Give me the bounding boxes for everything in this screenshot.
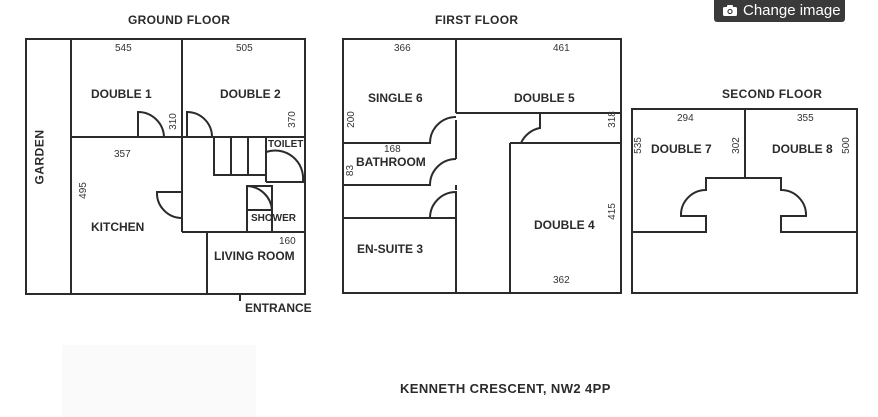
dim-label: 318 xyxy=(606,111,618,128)
dim-label: 545 xyxy=(115,43,132,54)
room-double-4: DOUBLE 4 xyxy=(534,218,595,232)
dim-label: 362 xyxy=(553,275,570,286)
dim-label: 495 xyxy=(77,182,89,199)
ground-floor-title: GROUND FLOOR xyxy=(128,13,231,27)
second-floor-title: SECOND FLOOR xyxy=(722,87,823,101)
dim-label: 83 xyxy=(345,164,357,177)
room-shower: SHOWER xyxy=(251,213,296,224)
room-kitchen: KITCHEN xyxy=(91,220,145,234)
dim-label: 310 xyxy=(167,113,179,130)
dim-label: 500 xyxy=(840,137,852,154)
door-double1 xyxy=(137,110,166,138)
entrance-label: ENTRANCE xyxy=(245,301,312,315)
door-single6 xyxy=(343,116,457,144)
door-ensuite3 xyxy=(428,190,457,219)
dim-label: 294 xyxy=(677,113,694,124)
dim-label: 168 xyxy=(384,144,401,155)
dim-label: 415 xyxy=(606,203,618,220)
dim-label: 302 xyxy=(730,137,742,154)
room-single-6: SINGLE 6 xyxy=(368,91,423,105)
change-image-button[interactable]: Change image xyxy=(714,0,845,22)
dim-label: 505 xyxy=(236,43,253,54)
door-kitchen xyxy=(155,191,183,220)
room-double-1: DOUBLE 1 xyxy=(91,87,152,101)
dim-label: 355 xyxy=(797,113,814,124)
room-double-8: DOUBLE 8 xyxy=(772,142,833,156)
dim-label: 366 xyxy=(394,43,411,54)
door-double2 xyxy=(182,110,214,138)
change-image-label: Change image xyxy=(743,1,841,19)
dim-label: 160 xyxy=(279,236,296,247)
ground-floor-outline xyxy=(25,38,306,295)
dim-label: 461 xyxy=(553,43,570,54)
address-title: KENNETH CRESCENT, NW2 4PP xyxy=(400,381,611,396)
first-floor-title: FIRST FLOOR xyxy=(435,13,519,27)
room-double-2: DOUBLE 2 xyxy=(220,87,281,101)
room-bathroom: BATHROOM xyxy=(356,155,426,169)
garden-label: GARDEN xyxy=(32,129,47,185)
cropped-fine-print xyxy=(410,409,810,417)
door-bathroom xyxy=(343,158,457,186)
room-toilet: TOILET xyxy=(268,139,304,150)
room-double-5: DOUBLE 5 xyxy=(514,91,575,105)
room-living-room: LIVING ROOM xyxy=(214,249,295,263)
dim-label: 535 xyxy=(632,137,644,154)
dim-label: 357 xyxy=(114,149,131,160)
door-toilet xyxy=(265,149,305,182)
door-double5 xyxy=(456,112,541,144)
second-floor-landing xyxy=(632,177,857,233)
room-en-suite-3: EN-SUITE 3 xyxy=(357,242,424,256)
dim-label: 200 xyxy=(345,111,357,128)
camera-icon xyxy=(723,4,737,16)
dim-label: 370 xyxy=(286,111,298,128)
ground-stairs xyxy=(213,136,267,176)
faint-panel xyxy=(62,345,256,417)
room-double-7: DOUBLE 7 xyxy=(651,142,712,156)
